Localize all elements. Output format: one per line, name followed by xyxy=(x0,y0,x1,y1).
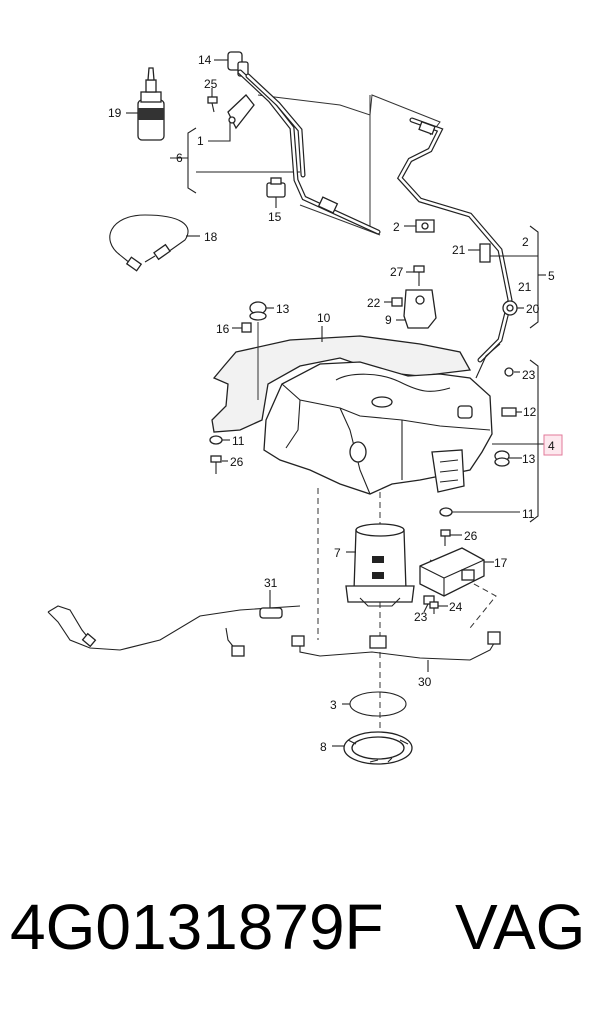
bolt-26b xyxy=(440,529,451,546)
label-26b: 26 xyxy=(464,529,478,543)
harness-30 xyxy=(291,631,501,661)
label-25: 25 xyxy=(204,77,218,91)
label-15: 15 xyxy=(268,210,282,224)
label-30: 30 xyxy=(418,675,432,689)
label-17: 17 xyxy=(494,556,508,570)
screw-25 xyxy=(207,96,218,113)
bottle-19 xyxy=(137,67,165,141)
part-number: 4G0131879F xyxy=(10,891,384,963)
label-11a: 11 xyxy=(232,434,245,448)
label-22: 22 xyxy=(367,296,381,310)
bracket-9 xyxy=(403,289,437,329)
bracket-6 xyxy=(187,127,197,194)
label-21b: 21 xyxy=(518,280,532,294)
grommet-13b xyxy=(494,450,510,467)
label-2b: 2 xyxy=(522,235,529,249)
clip-2 xyxy=(415,219,435,233)
label-8: 8 xyxy=(320,740,327,754)
label-1: 1 xyxy=(197,134,204,148)
clip-21 xyxy=(479,243,491,263)
grommet-13a xyxy=(249,301,267,321)
lock-ring-8 xyxy=(343,731,413,765)
leader-1 xyxy=(208,120,231,142)
label-31: 31 xyxy=(264,576,278,590)
fuel-pump-7 xyxy=(345,523,415,607)
label-3: 3 xyxy=(330,698,337,712)
harness-31 xyxy=(47,605,301,657)
o-ring-3 xyxy=(349,691,407,717)
label-13b: 13 xyxy=(522,452,536,466)
part-12 xyxy=(501,407,517,417)
label-26a: 26 xyxy=(230,455,244,469)
label-6: 6 xyxy=(176,151,183,165)
label-23a: 23 xyxy=(522,368,536,382)
screw-27 xyxy=(413,265,425,286)
label-10: 10 xyxy=(317,311,331,325)
nut-23b xyxy=(423,595,435,605)
label-12: 12 xyxy=(523,405,537,419)
nut-20 xyxy=(502,300,518,316)
label-9: 9 xyxy=(385,313,392,327)
nut-22 xyxy=(391,297,403,307)
label-7: 7 xyxy=(334,546,341,560)
cable-18 xyxy=(109,214,189,272)
control-unit-17 xyxy=(419,547,485,597)
screw-24 xyxy=(429,601,439,614)
label-13a: 13 xyxy=(276,302,290,316)
label-11b: 11 xyxy=(522,507,535,521)
frame-upper xyxy=(257,94,441,136)
washer-11b xyxy=(439,507,453,517)
bolt-16 xyxy=(241,322,252,333)
label-14: 14 xyxy=(198,53,212,67)
label-2a: 2 xyxy=(393,220,400,234)
label-18: 18 xyxy=(204,230,218,244)
clip-15 xyxy=(266,177,286,198)
label-27: 27 xyxy=(390,265,404,279)
parts-diagram: 14 25 19 1 6 15 2 21 xyxy=(47,51,563,765)
washer-11a xyxy=(209,435,223,445)
label-24: 24 xyxy=(449,600,463,614)
label-21a: 21 xyxy=(452,243,466,257)
label-23b: 23 xyxy=(414,610,428,624)
heat-shield-10 xyxy=(211,335,472,433)
label-19: 19 xyxy=(108,106,122,120)
label-5: 5 xyxy=(548,269,555,283)
callout-4 xyxy=(543,434,563,456)
bolt-26a xyxy=(210,455,222,474)
brand-name: VAG xyxy=(455,891,586,963)
label-16: 16 xyxy=(216,322,230,336)
label-20: 20 xyxy=(526,302,540,316)
label-4: 4 xyxy=(548,439,555,453)
